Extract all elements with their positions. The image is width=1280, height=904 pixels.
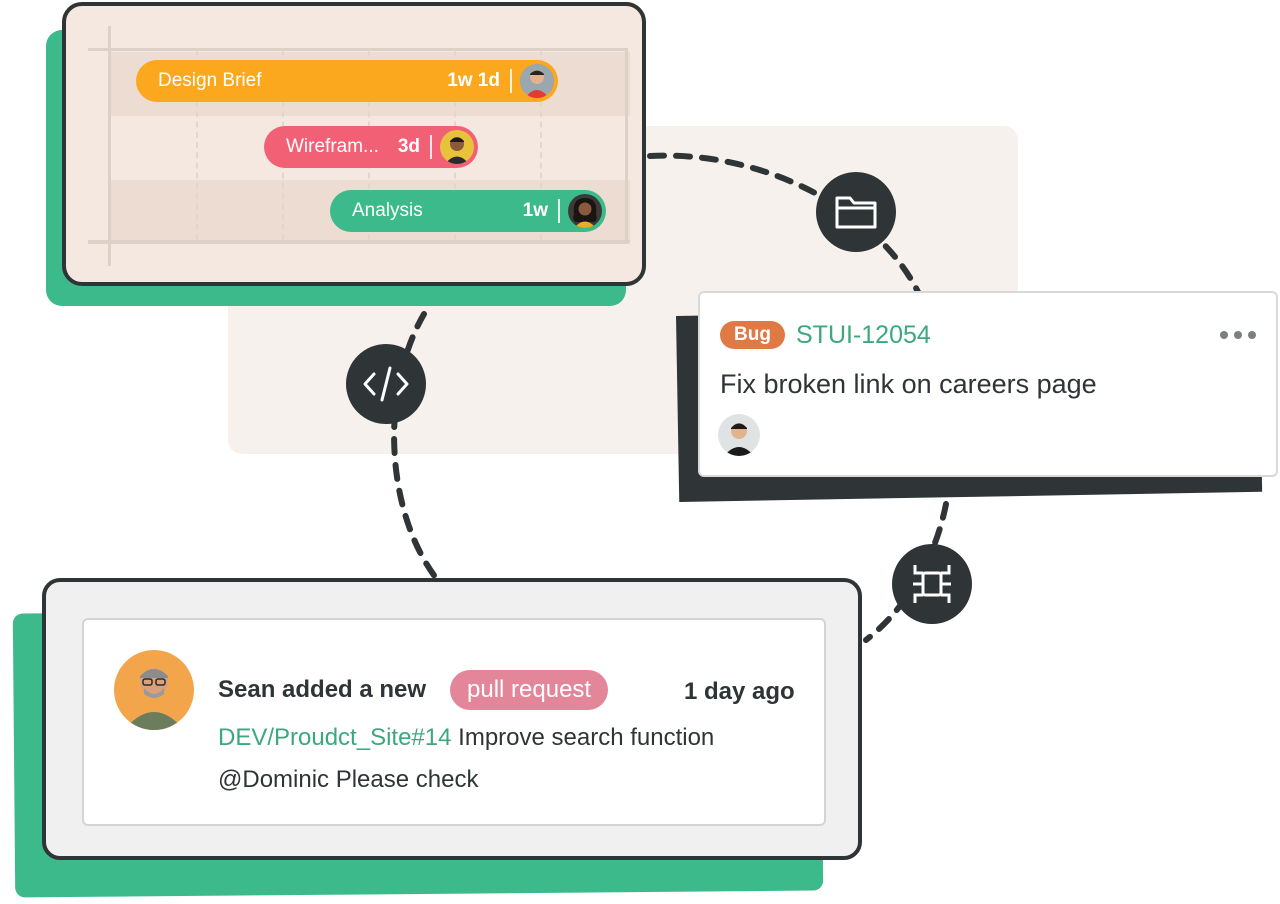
folder-icon [835,196,877,229]
gantt-axis-vertical [108,26,111,266]
person-icon [520,64,554,98]
gantt-card: Design Brief 1w 1d Wirefram... 3d [62,2,646,286]
gantt-gridline [540,50,542,240]
issue-id-link[interactable]: STUI-12054 [796,321,931,349]
gantt-bar-design-brief[interactable]: Design Brief 1w 1d [136,60,558,102]
gantt-bar-label: Wirefram... [286,136,379,157]
code-icon [363,366,409,402]
pull-request-description: Improve search function [458,724,715,751]
gantt-bar-analysis[interactable]: Analysis 1w [330,190,606,232]
gantt-bar-duration: 3d [397,136,420,157]
person-icon [568,194,602,228]
issue-title: Fix broken link on careers page [720,369,1097,399]
connector-top [647,152,921,295]
gantt-bar-label: Analysis [352,200,423,221]
gantt-bar-duration: 1w [522,200,548,221]
gantt-bar-separator [558,199,560,223]
gantt-bar-separator [510,69,512,93]
person-icon [440,130,474,164]
gantt-axis-horizontal [88,240,630,243]
dot [1220,331,1228,339]
gantt-bar-label: Design Brief [158,70,262,91]
person-icon [718,414,760,456]
integration-icon-button[interactable] [892,544,972,624]
gantt-bar-separator [430,135,432,159]
activity-detail: DEV/Proudct_Site#14 Improve search funct… [218,722,714,754]
activity-headline: Sean added a new [218,676,427,703]
assignee-avatar[interactable] [718,414,760,456]
integration-icon [913,565,951,603]
pull-request-link[interactable]: DEV/Proudct_Site#14 [218,724,452,751]
code-icon-button[interactable] [346,344,426,424]
assignee-avatar[interactable] [568,194,602,228]
bug-card[interactable]: Bug STUI-12054 Fix broken link on career… [698,291,1278,477]
gantt-bar-duration: 1w 1d [447,70,500,91]
assignee-avatar[interactable] [440,130,474,164]
more-options-icon[interactable] [1220,331,1256,339]
activity-timestamp: 1 day ago [684,678,795,705]
user-avatar[interactable] [114,650,194,730]
person-icon [114,650,194,730]
pull-request-badge[interactable]: pull request [450,670,609,710]
activity-comment: @Dominic Please check [218,766,479,793]
activity-card: Sean added a new pull request 1 day ago … [42,578,862,860]
gantt-gridline [196,50,198,240]
assignee-avatar[interactable] [520,64,554,98]
bug-tag: Bug [720,321,785,349]
dot [1248,331,1256,339]
dot [1234,331,1242,339]
gantt-bar-wireframe[interactable]: Wirefram... 3d [264,126,478,168]
folder-icon-button[interactable] [816,172,896,252]
activity-item[interactable]: Sean added a new pull request 1 day ago … [82,618,826,826]
connector-left [391,311,439,581]
